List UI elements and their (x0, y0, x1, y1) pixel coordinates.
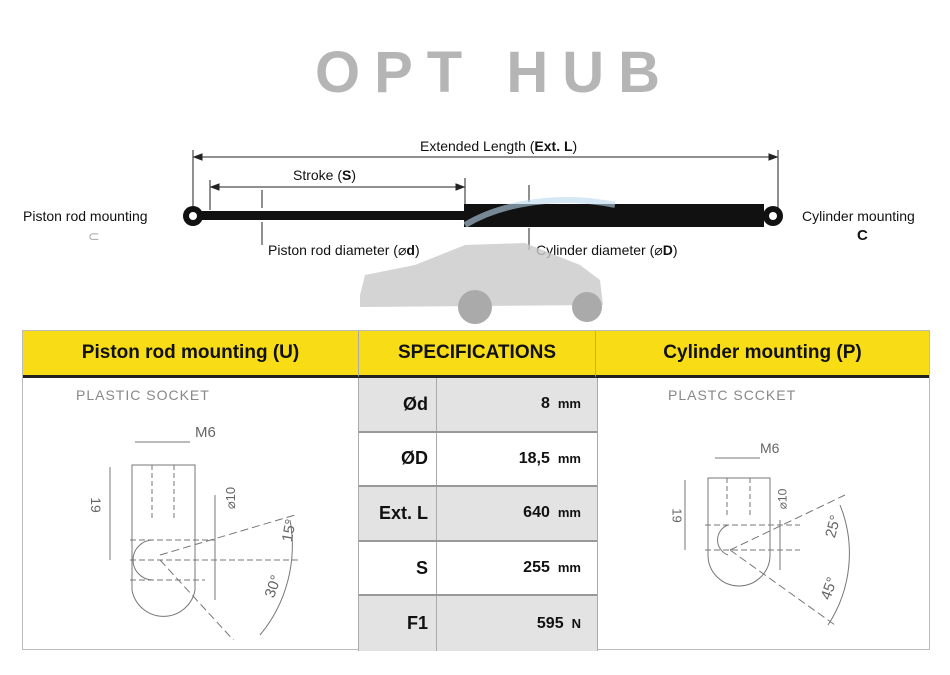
right-height-label: 19 (669, 508, 685, 523)
spec-label: ØD (359, 432, 437, 486)
car-watermark-icon (360, 197, 615, 324)
extended-length-label: Extended Length (Ext. L) (420, 138, 578, 154)
cylinder-body (464, 204, 764, 227)
cylinder-mounting-label: Cylinder mounting (802, 208, 915, 224)
stroke-label: Stroke (S) (293, 167, 357, 183)
piston-rod-diameter-label: Piston rod diameter (⌀d) (268, 242, 420, 258)
left-dia-label: ⌀10 (223, 486, 239, 510)
left-socket-label: PLASTIC SOCKET (76, 387, 210, 403)
spec-label: S (359, 541, 437, 595)
specifications-table: Piston rod mounting (U) SPECIFICATIONS C… (22, 330, 930, 651)
spec-label: Ext. L (359, 487, 437, 540)
piston-rod-mounting-label: Piston rod mounting (23, 208, 148, 224)
left-height-label: 19 (87, 497, 104, 513)
right-socket-label: PLASTC SCCKET (668, 387, 797, 403)
piston-mount-icon: ⊂ (88, 228, 100, 244)
right-thread-label: M6 (760, 440, 780, 456)
watermark-text: OPT HUB (315, 40, 674, 105)
cylinder-diameter-label: Cylinder diameter (⌀D) (536, 242, 678, 258)
right-dia-label: ⌀10 (775, 488, 790, 510)
right-socket-drawing (684, 457, 850, 626)
cylinder-mount-icon: C (857, 227, 868, 244)
spec-label: Ød (359, 378, 437, 431)
left-socket-drawing (109, 441, 300, 640)
spec-label: F1 (359, 596, 437, 651)
left-thread-label: M6 (195, 424, 216, 441)
gas-spring-diagram (183, 150, 783, 250)
header-piston-rod-mounting: Piston rod mounting (U) (23, 331, 358, 378)
header-cylinder-mounting: Cylinder mounting (P) (596, 331, 929, 378)
header-specifications: SPECIFICATIONS (358, 331, 596, 378)
piston-rod (200, 211, 466, 220)
